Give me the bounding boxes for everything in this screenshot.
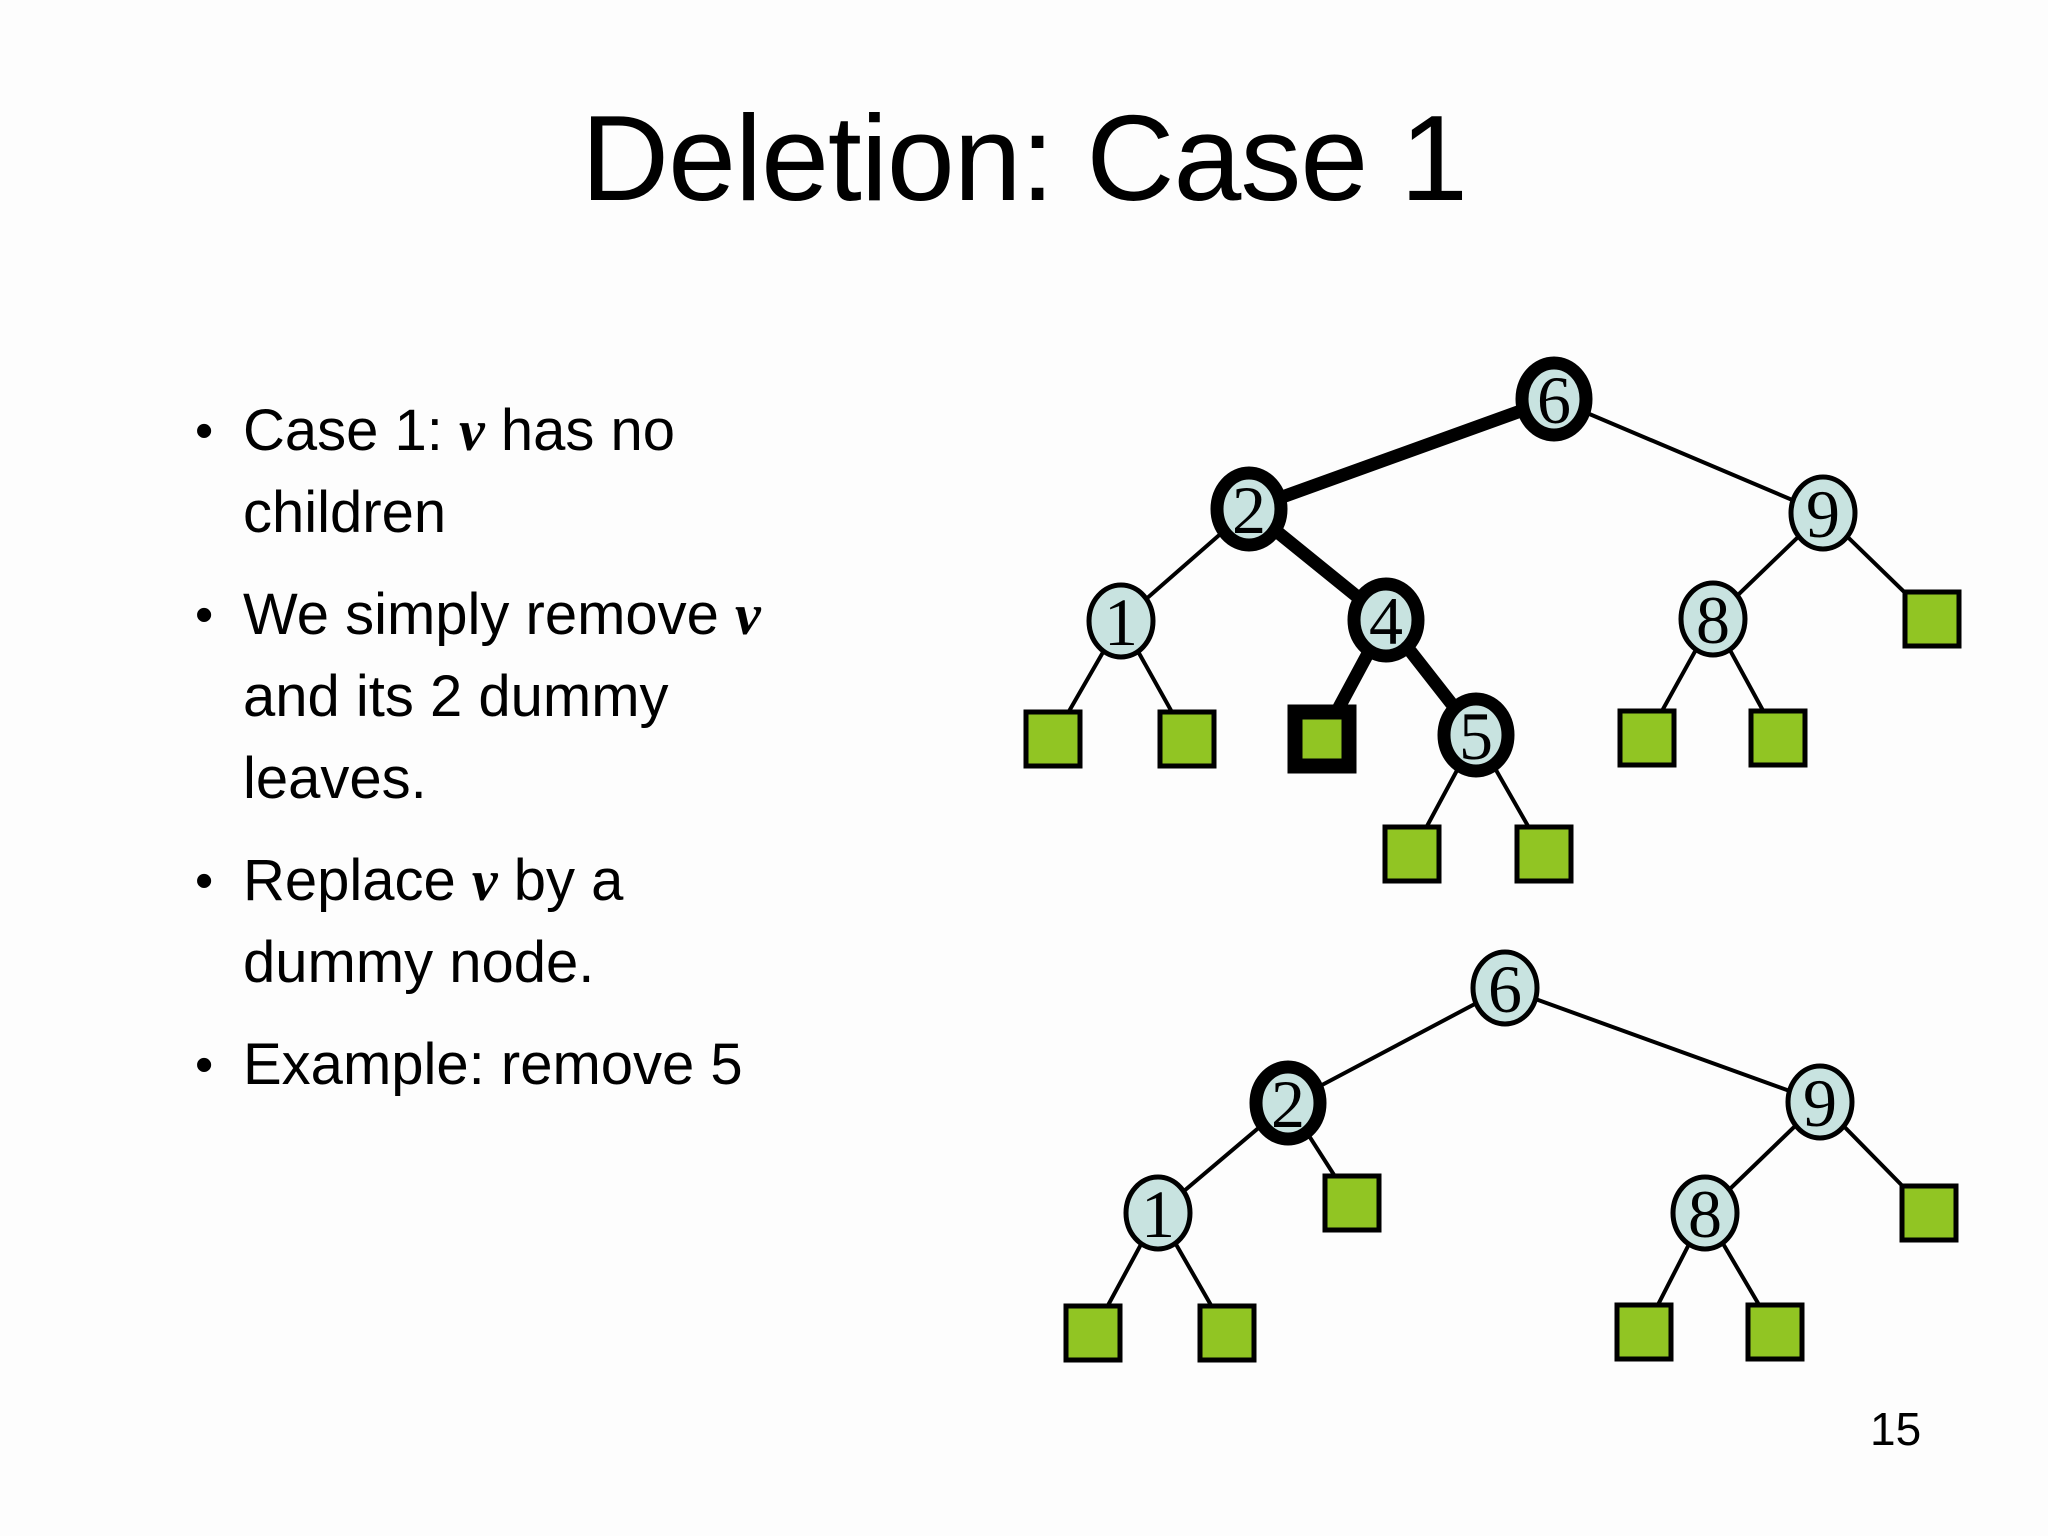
tree-node-label: 2 xyxy=(1232,472,1266,548)
bullet-text: by a dummy node. xyxy=(243,848,624,995)
bullet-marker: • xyxy=(195,852,214,910)
tree-dummy-leaf xyxy=(1023,709,1083,769)
page-number: 15 xyxy=(1870,1403,1922,1455)
tree-node-8 xyxy=(1678,580,1748,658)
tree-dummy-leaf xyxy=(1617,708,1677,768)
tree-node-label: 1 xyxy=(1141,1176,1175,1252)
tree-dummy-leaf-highlighted xyxy=(1287,704,1357,774)
tree-edge xyxy=(1503,986,1822,1104)
tree-dummy-leaf xyxy=(1614,1302,1674,1362)
bullet-marker: • xyxy=(195,402,214,460)
tree-node-9 xyxy=(1785,1063,1855,1141)
tree-node-label: 1 xyxy=(1104,584,1138,660)
bullet-item-case1: • Case 1: v has no children xyxy=(195,390,795,554)
tree-dummy-leaf xyxy=(1748,708,1808,768)
bullet-text: We simply remove xyxy=(243,582,736,647)
bullet-marker: • xyxy=(195,586,214,644)
tree-node-label: 9 xyxy=(1803,1065,1837,1141)
tree-dummy-leaf xyxy=(1063,1303,1123,1363)
bullet-text: has no children xyxy=(243,398,676,545)
tree-after-deletion: 6 2 9 1 8 xyxy=(1063,949,1959,1363)
tree-node-label: 6 xyxy=(1488,951,1522,1027)
tree-dummy-leaf xyxy=(1322,1173,1382,1233)
tree-node-label: 5 xyxy=(1459,698,1493,774)
tree-node-2-highlighted xyxy=(1210,466,1288,552)
bullet-item-remove: • We simply remove v and its 2 dummy leav… xyxy=(195,574,795,820)
tree-node-6 xyxy=(1470,949,1540,1027)
bullet-list: • Case 1: v has no children • We simply re… xyxy=(195,390,795,1126)
bullet-var-v: v xyxy=(471,848,498,913)
tree-node-8 xyxy=(1670,1174,1740,1252)
bullet-text: Case 1: xyxy=(243,398,459,463)
tree-edge xyxy=(1286,986,1507,1105)
tree-node-1 xyxy=(1086,582,1156,660)
bullet-text: Replace xyxy=(243,848,472,913)
tree-dummy-leaf xyxy=(1899,1183,1959,1243)
slide-title: Deletion: Case 1 xyxy=(581,90,1468,226)
bullet-var-v: v xyxy=(459,398,485,463)
tree-node-4-highlighted xyxy=(1347,577,1425,663)
tree-node-1 xyxy=(1123,1174,1193,1252)
tree-node-label: 2 xyxy=(1271,1066,1305,1142)
bullet-text: Example: remove 5 xyxy=(243,1032,743,1097)
tree-dummy-leaf xyxy=(1197,1303,1257,1363)
tree-dummy-leaf xyxy=(1514,824,1574,884)
tree-dummy-leaf xyxy=(1902,589,1962,649)
bullet-item-example: • Example: remove 5 xyxy=(195,1024,795,1106)
tree-dummy-leaf xyxy=(1745,1302,1805,1362)
tree-node-label: 4 xyxy=(1369,583,1403,659)
tree-node-5-highlighted xyxy=(1437,692,1515,778)
tree-node-9 xyxy=(1788,474,1858,552)
tree-node-label: 8 xyxy=(1688,1176,1722,1252)
tree-dummy-leaf xyxy=(1157,709,1217,769)
tree-node-2-highlighted xyxy=(1249,1060,1327,1146)
tree-node-6-highlighted xyxy=(1515,356,1593,442)
bullet-item-replace: • Replace v by a dummy node. xyxy=(195,840,795,1004)
bullet-var-v: v xyxy=(735,582,761,647)
bullet-text: and its 2 dummy leaves. xyxy=(243,664,669,811)
tree-dummy-leaf xyxy=(1382,824,1442,884)
tree-node-label: 9 xyxy=(1806,476,1840,552)
tree-node-label: 8 xyxy=(1696,582,1730,658)
tree-edge xyxy=(1552,397,1825,515)
bullet-marker: • xyxy=(195,1036,214,1094)
tree-edge-highlighted xyxy=(1242,392,1561,516)
tree-node-label: 6 xyxy=(1537,362,1571,438)
tree-before-deletion: 6 2 9 1 4 8 5 xyxy=(1023,356,1962,884)
